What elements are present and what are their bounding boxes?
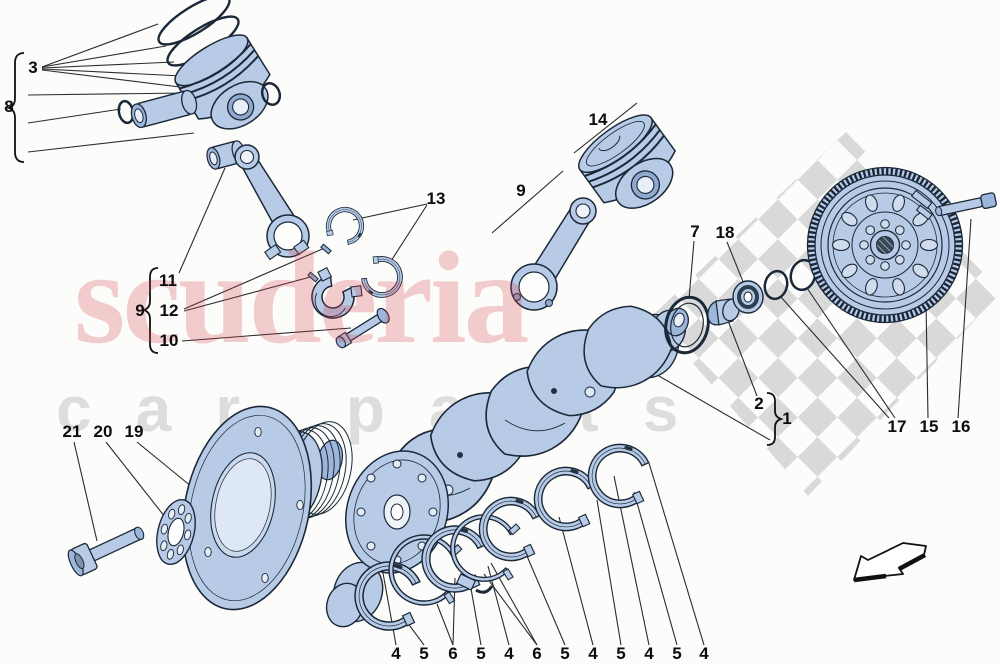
pulley-bolt-21 xyxy=(67,526,145,577)
thrust-tab xyxy=(455,573,477,591)
part-label-16: 16 xyxy=(951,417,971,436)
thrust-hook xyxy=(475,585,494,594)
part-label-4: 4 xyxy=(699,644,709,663)
locating-clip-2 xyxy=(307,271,319,283)
part-label-5: 5 xyxy=(672,644,682,663)
flywheel xyxy=(806,166,964,324)
part-label-12: 12 xyxy=(159,301,179,320)
circlip-right xyxy=(260,82,282,106)
piston-1 xyxy=(174,34,271,130)
part-label-14: 14 xyxy=(588,110,608,129)
brace-8 xyxy=(6,52,25,163)
part-label-10: 10 xyxy=(159,331,179,350)
part-label-17: 17 xyxy=(887,417,907,436)
crankshaft xyxy=(325,305,689,628)
part-label-8: 8 xyxy=(4,97,14,116)
pulley-washer-20 xyxy=(156,498,196,566)
part-label-15: 15 xyxy=(919,417,939,436)
part-label-4: 4 xyxy=(588,644,598,663)
part-label-5: 5 xyxy=(560,644,570,663)
part-label-5: 5 xyxy=(419,644,429,663)
part-label-21: 21 xyxy=(62,422,82,441)
callout-braces xyxy=(6,52,784,446)
part-label-11: 11 xyxy=(159,271,177,290)
part-label-2: 2 xyxy=(754,394,764,413)
part-label-7: 7 xyxy=(690,222,700,241)
part-label-13: 13 xyxy=(426,189,446,208)
direction-arrow-icon xyxy=(853,542,927,583)
piston-2 xyxy=(578,114,677,209)
part-label-20: 20 xyxy=(93,422,113,441)
part-label-6: 6 xyxy=(532,644,542,663)
part-label-4: 4 xyxy=(391,644,401,663)
part-label-19: 19 xyxy=(124,422,144,441)
rod-cap xyxy=(311,266,363,319)
brace-1 xyxy=(766,392,784,446)
part-label-4: 4 xyxy=(644,644,654,663)
part-label-5: 5 xyxy=(476,644,486,663)
part-label-1: 1 xyxy=(782,409,792,428)
main-bearing-shells xyxy=(348,438,654,636)
brace-9 xyxy=(141,267,159,354)
part-label-9: 9 xyxy=(135,301,145,320)
part-label-9: 9 xyxy=(516,181,526,200)
pilot-bearing-18 xyxy=(732,280,764,314)
part-label-6: 6 xyxy=(448,644,458,663)
wrist-pin xyxy=(130,89,198,129)
locating-clip-1 xyxy=(320,243,332,255)
damper-pulley-19 xyxy=(181,405,353,611)
flywheel-bolt-16 xyxy=(935,192,997,217)
part-label-18: 18 xyxy=(715,223,735,242)
watermark-scuderia: scuderia xyxy=(74,224,530,371)
part-label-5: 5 xyxy=(616,644,626,663)
seal-ring-7 xyxy=(664,295,710,355)
connecting-rod-1 xyxy=(234,144,310,261)
connecting-rod-2 xyxy=(510,197,597,311)
end-plug-2 xyxy=(707,298,740,326)
part-label-4: 4 xyxy=(504,644,514,663)
part-label-3: 3 xyxy=(28,58,38,77)
snap-ring-17a xyxy=(763,269,789,301)
rod-bolt xyxy=(335,307,390,349)
